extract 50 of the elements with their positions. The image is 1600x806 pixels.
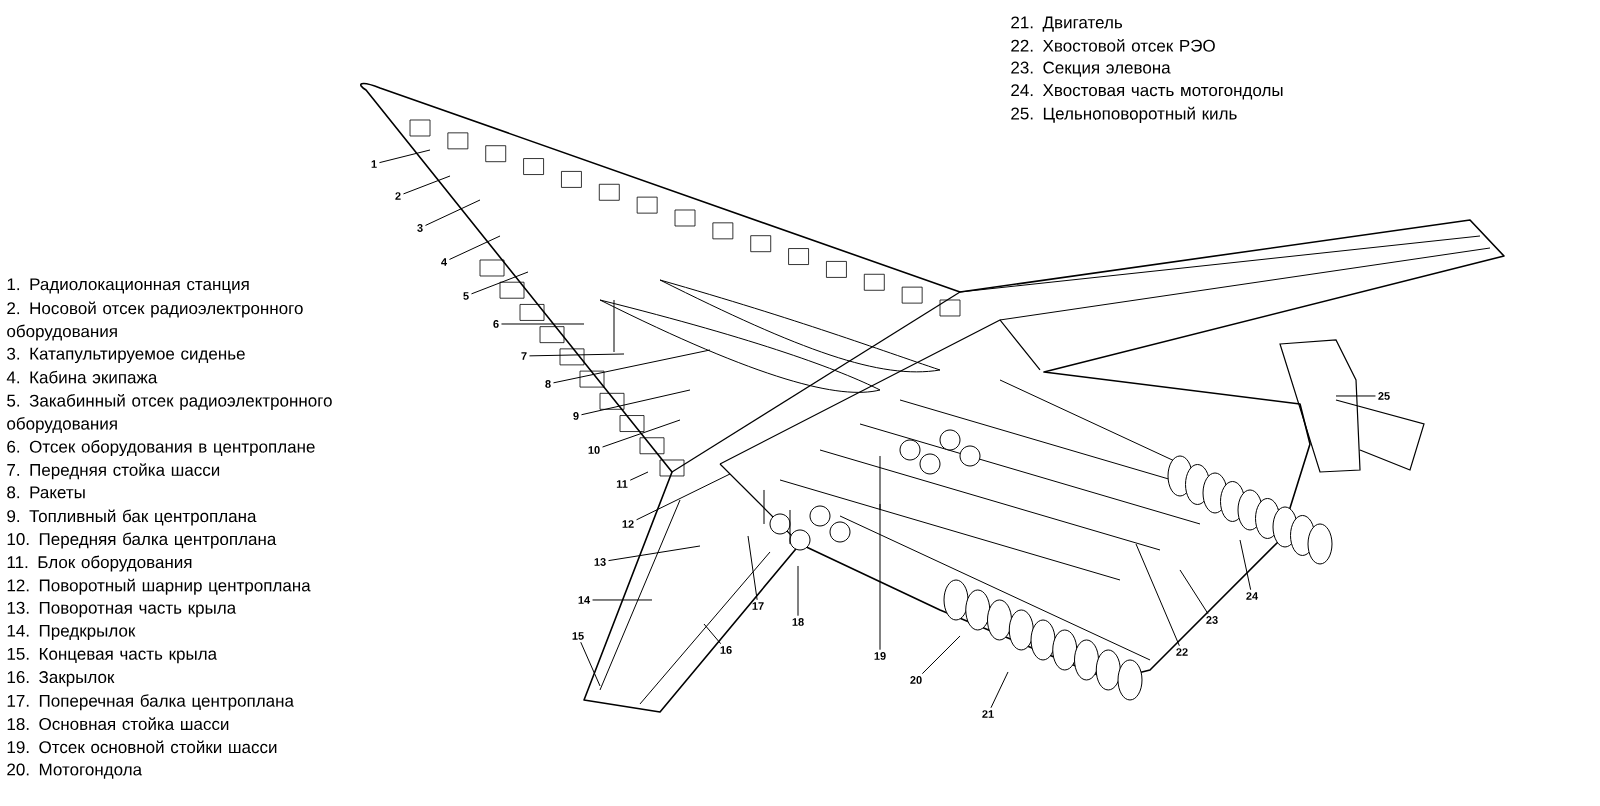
leader-line	[501, 323, 585, 325]
key-text: 6. Отсек оборудования в центроплане	[7, 440, 315, 457]
leader-line	[552, 349, 711, 384]
leader-line	[379, 149, 431, 164]
key-text: 15. Концевая часть крыла	[7, 648, 218, 664]
leader-line	[402, 175, 451, 195]
key-text: 17. Поперечная балка центроплана	[7, 694, 294, 711]
leader-line	[592, 599, 653, 601]
leader-line	[629, 471, 649, 481]
leader-line	[879, 503, 881, 651]
key-text: 21. Двигатель	[1011, 16, 1123, 32]
leader-line	[990, 671, 1009, 709]
key-text: 20. Мотогондола	[7, 763, 143, 779]
key-text: 1. Радиолокационная станция	[7, 278, 249, 294]
key-text: 22. Хвостовой отсек РЭО	[1011, 39, 1215, 52]
leader-line	[470, 271, 529, 295]
leader-line	[636, 473, 731, 521]
key-text: 8. Ракеты	[7, 486, 85, 499]
leader-line	[1135, 543, 1180, 647]
leader-line	[1335, 395, 1376, 397]
leader-line	[703, 623, 722, 645]
leader-line	[747, 535, 758, 601]
leader-line	[602, 419, 681, 448]
key-text: 19. Отсек основной стойки шасси	[7, 740, 277, 754]
leader-line	[449, 235, 501, 260]
key-text: 13. Поворотная часть крыла	[7, 601, 237, 618]
leader-line	[608, 545, 701, 562]
leader-line	[581, 389, 691, 416]
leader-line	[1179, 569, 1209, 615]
key-text: 3. Катапультируемое сиденье	[7, 347, 245, 364]
key-text: 24. Хвостовая часть мотогондолы	[1011, 84, 1283, 100]
key-text: 16. Закрылок	[7, 671, 115, 687]
key-text: 10. Передняя балка центроплана	[7, 532, 277, 549]
key-text: 25. Цельноповоротный киль	[1011, 106, 1237, 123]
leader-line	[797, 565, 799, 617]
key-text: 7. Передняя стойка шасси	[7, 463, 220, 480]
key-text: 4. Кабина экипажа	[6, 370, 158, 384]
key-text: 12. Поворотный шарнир центроплана	[7, 578, 311, 595]
key-text: 14. Предкрылок	[7, 624, 136, 641]
key-text: 9. Топливный бак центроплана	[7, 509, 257, 526]
key-text: 23. Секция элевона	[1011, 61, 1171, 77]
leader-line	[580, 641, 601, 687]
leader-line	[1239, 539, 1252, 591]
key-text: 5. Закабинный отсек радиоэлектронного оборудования	[7, 393, 332, 433]
leader-line	[528, 353, 625, 357]
key-text: 11. Блок оборудования	[7, 555, 192, 572]
key-text: 18. Основная стойка шасси	[7, 717, 229, 731]
leader-line	[425, 199, 481, 226]
leader-line	[921, 635, 961, 675]
key-text: 2. Носовой отсек радиоэлектронного оборудования	[7, 301, 303, 341]
